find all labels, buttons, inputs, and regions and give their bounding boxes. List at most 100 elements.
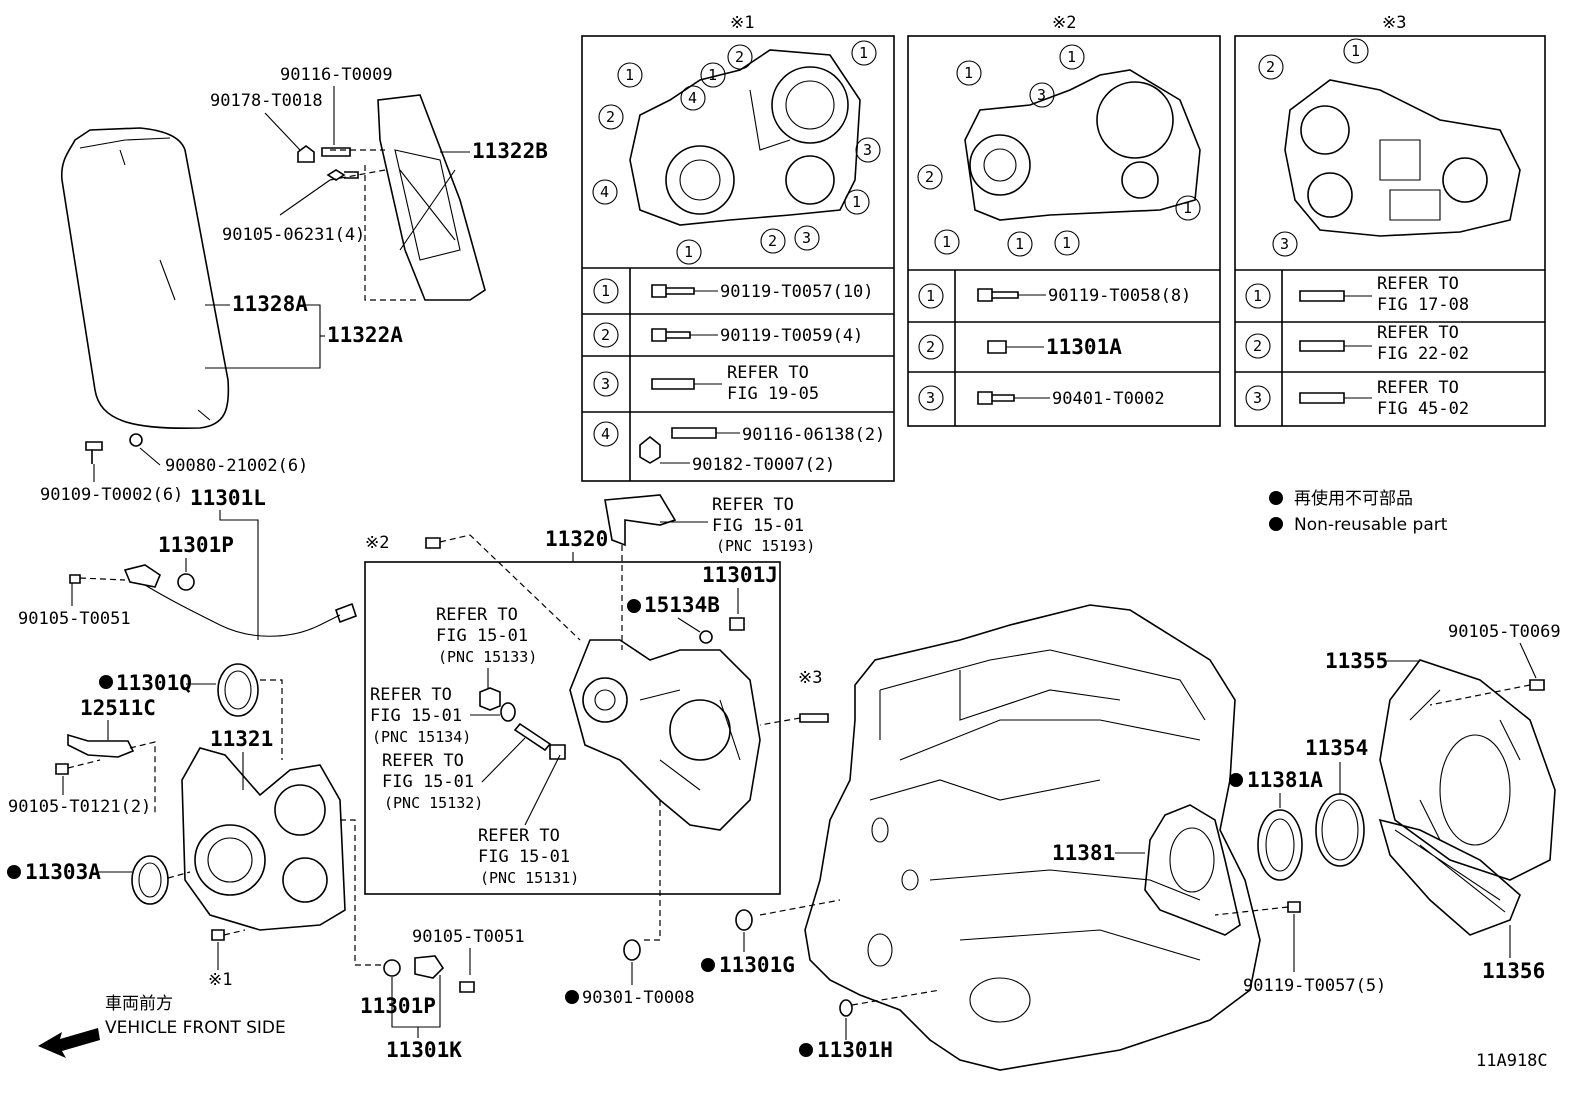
svg-text:1: 1: [684, 243, 693, 261]
svg-text:1: 1: [852, 193, 861, 211]
svg-text:4: 4: [600, 183, 609, 201]
svg-text:1: 1: [1067, 48, 1076, 66]
d2-row1-part: 90119-T0058(8): [1048, 286, 1191, 306]
refer-15132-l1: REFER TO: [382, 751, 464, 771]
svg-text:2: 2: [735, 48, 744, 66]
label-90116-T0009: 90116-T0009: [280, 65, 393, 85]
svg-text:1: 1: [859, 44, 868, 62]
refer-15131-l3: (PNC 15131): [480, 869, 579, 887]
label-11301H: 11301H: [817, 1038, 893, 1062]
svg-text:3: 3: [926, 389, 935, 407]
svg-text:1: 1: [926, 287, 935, 305]
refer-15131-l1: REFER TO: [478, 826, 560, 846]
refer-15133-l1: REFER TO: [436, 605, 518, 625]
svg-text:2: 2: [601, 326, 610, 344]
label-90178-T0018: 90178-T0018: [210, 91, 323, 111]
label-11301L: 11301L: [190, 486, 266, 510]
d1-row1-part: 90119-T0057(10): [720, 282, 874, 302]
label-note3: ※3: [798, 668, 822, 688]
svg-text:2: 2: [606, 108, 615, 126]
d3-row2-l1: REFER TO: [1377, 323, 1459, 343]
label-15134B: 15134B: [644, 593, 720, 617]
svg-text:3: 3: [863, 141, 872, 159]
engine-block: [804, 604, 1261, 1071]
refer-15134-l1: REFER TO: [370, 685, 452, 705]
detail-1-title: ※1: [730, 13, 754, 33]
refer-15193-l2: FIG 15-01: [712, 516, 804, 536]
svg-text:1: 1: [1062, 234, 1071, 252]
svg-text:2: 2: [925, 168, 934, 186]
label-11321: 11321: [210, 727, 273, 751]
refer-15134-l2: FIG 15-01: [370, 706, 462, 726]
svg-text:2: 2: [1253, 337, 1262, 355]
label-11320: 11320: [545, 527, 608, 551]
svg-text:3: 3: [802, 229, 811, 247]
refer-15193-l3: (PNC 15193): [716, 537, 815, 555]
svg-text:3: 3: [1037, 86, 1046, 104]
direction-jp: 車両前方: [105, 994, 173, 1014]
label-90105-T0069: 90105-T0069: [1448, 622, 1561, 642]
direction-en: VEHICLE FRONT SIDE: [105, 1018, 286, 1038]
legend: 再使用不可部品 Non-reusable part: [1269, 488, 1448, 535]
d1-row2-part: 90119-T0059(4): [720, 326, 863, 346]
svg-text:1: 1: [625, 66, 634, 84]
svg-text:3: 3: [1280, 235, 1289, 253]
label-11301P-bottom: 11301P: [360, 994, 436, 1018]
d1-row3-l2: FIG 19-05: [727, 384, 819, 404]
label-90301-T0008: 90301-T0008: [582, 988, 695, 1008]
label-11381: 11381: [1052, 841, 1115, 865]
refer-15193-l1: REFER TO: [712, 495, 794, 515]
detail-box-3: ※3 12 3 1 2 3 REFER TO FIG 17-08 REFER T…: [1234, 13, 1546, 427]
d3-row1-l1: REFER TO: [1377, 274, 1459, 294]
d3-row2-l2: FIG 22-02: [1377, 344, 1469, 364]
d1-row4-part-a: 90116-06138(2): [742, 425, 885, 445]
d2-row2-part: 11301A: [1046, 335, 1122, 359]
label-11322A: 11322A: [327, 323, 403, 347]
label-11355: 11355: [1325, 649, 1388, 673]
label-90105-T0051-left: 90105-T0051: [18, 609, 131, 629]
label-11328A: 11328A: [232, 292, 308, 316]
detail-2-title: ※2: [1052, 13, 1076, 33]
label-11301J: 11301J: [702, 563, 778, 587]
svg-text:4: 4: [601, 425, 610, 443]
legend-jp: 再使用不可部品: [1294, 488, 1413, 509]
refer-15134-l3: (PNC 15134): [372, 728, 471, 746]
label-11301Q: 11301Q: [116, 671, 192, 695]
svg-text:1: 1: [964, 64, 973, 82]
svg-text:1: 1: [601, 282, 610, 300]
svg-text:1: 1: [1183, 199, 1192, 217]
svg-text:3: 3: [1253, 389, 1262, 407]
label-11301G: 11301G: [719, 953, 795, 977]
refer-15131-l2: FIG 15-01: [478, 847, 570, 867]
label-11381A: 11381A: [1247, 768, 1323, 792]
detail-3-title: ※3: [1382, 13, 1406, 33]
refer-15133-l2: FIG 15-01: [436, 626, 528, 646]
label-12511C: 12511C: [80, 696, 156, 720]
d1-row3-l1: REFER TO: [727, 363, 809, 383]
d3-row3-l2: FIG 45-02: [1377, 399, 1469, 419]
svg-text:1: 1: [708, 66, 717, 84]
label-90105-T0121: 90105-T0121(2): [8, 797, 151, 817]
svg-text:2: 2: [926, 338, 935, 356]
d1-row4-part-b: 90182-T0007(2): [692, 455, 835, 475]
label-11356: 11356: [1482, 959, 1545, 983]
svg-text:1: 1: [1351, 42, 1360, 60]
svg-text:4: 4: [688, 89, 697, 107]
label-11303A: 11303A: [25, 860, 101, 884]
vehicle-front-arrow: 車両前方 VEHICLE FRONT SIDE: [38, 994, 286, 1058]
svg-text:2: 2: [768, 232, 777, 250]
label-11301K: 11301K: [386, 1038, 462, 1062]
label-11322B: 11322B: [472, 139, 548, 163]
label-90119-T0057-5: 90119-T0057(5): [1243, 976, 1386, 996]
refer-15133-l3: (PNC 15133): [438, 648, 537, 666]
timing-belt-cover: [60, 94, 486, 464]
svg-text:2: 2: [1266, 58, 1275, 76]
label-90105-06231: 90105-06231(4): [222, 225, 365, 245]
label-90105-T0051-bottom: 90105-T0051: [412, 927, 525, 947]
d3-row1-l2: FIG 17-08: [1377, 295, 1469, 315]
label-11354: 11354: [1305, 736, 1368, 760]
svg-text:1: 1: [1015, 235, 1024, 253]
